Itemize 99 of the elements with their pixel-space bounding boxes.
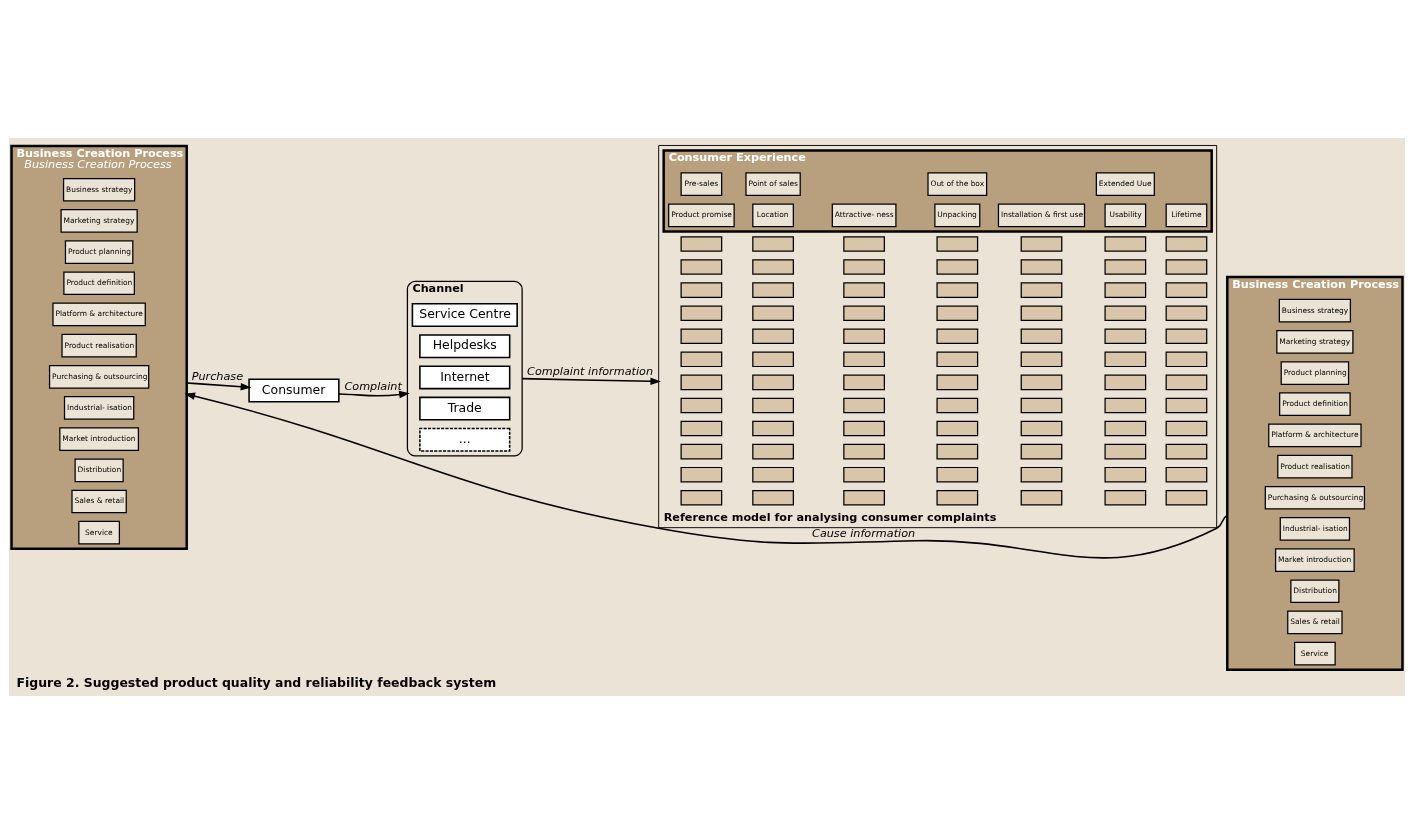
node-box	[936, 351, 979, 368]
node-box	[1165, 374, 1208, 391]
node-box	[1020, 489, 1063, 506]
node-box	[936, 443, 979, 460]
node-box	[843, 466, 885, 483]
node-box	[1165, 443, 1208, 460]
node-box	[752, 236, 794, 252]
node-label: Business Creation Process	[24, 158, 172, 172]
node-box	[1104, 466, 1147, 483]
node-box	[1020, 397, 1063, 414]
node-box	[752, 489, 794, 506]
node-box	[1165, 305, 1208, 321]
node-box	[936, 305, 979, 321]
node-box	[936, 236, 979, 252]
node-box	[752, 420, 794, 437]
node-box	[1020, 443, 1063, 460]
node-box	[843, 489, 885, 506]
node-box: Trade	[419, 396, 511, 421]
node-box	[680, 236, 723, 252]
node-box	[936, 328, 979, 345]
node-box	[1165, 236, 1208, 252]
node-box	[936, 466, 979, 483]
node-box: Helpdesks	[419, 334, 511, 359]
node-box	[1165, 420, 1208, 437]
node-box	[1020, 328, 1063, 345]
node-box	[1020, 351, 1063, 368]
node-box: Internet	[419, 365, 511, 390]
node-box: ...	[419, 427, 511, 452]
node-box: Consumer	[248, 378, 340, 403]
node-box	[680, 397, 723, 414]
node-box	[1165, 466, 1208, 483]
node-box	[936, 374, 979, 391]
caption: Figure 2. Suggested product quality and reliability feedback system	[16, 674, 497, 690]
node-box	[843, 397, 885, 414]
node-box	[680, 489, 723, 506]
node-box	[1104, 397, 1147, 414]
node-box	[752, 374, 794, 391]
node-box	[680, 328, 723, 345]
node-box	[680, 282, 723, 298]
node-box	[1165, 397, 1208, 414]
node-box	[1104, 351, 1147, 368]
arrow	[338, 390, 410, 399]
node-box	[936, 259, 979, 275]
node-box	[680, 420, 723, 437]
node-box	[680, 259, 723, 275]
node-box	[1020, 466, 1063, 483]
node-box	[936, 489, 979, 506]
node-box	[843, 305, 885, 321]
node-box	[1104, 259, 1147, 275]
node-box	[1104, 282, 1147, 298]
node-box	[1020, 236, 1063, 252]
node-box	[1165, 351, 1208, 368]
node-box	[752, 443, 794, 460]
node-box	[1020, 305, 1063, 321]
node-box	[843, 282, 885, 298]
node-box	[843, 259, 885, 275]
edge-label: Purchase	[191, 369, 244, 383]
node-box	[1165, 489, 1208, 506]
node-box	[1104, 328, 1147, 345]
node-box	[936, 420, 979, 437]
node-box	[936, 282, 979, 298]
node-box	[1104, 305, 1147, 321]
node-box	[752, 397, 794, 414]
node-box	[1104, 236, 1147, 252]
node-box	[1104, 443, 1147, 460]
node-box	[680, 374, 723, 391]
node-box	[752, 282, 794, 298]
edge-label: Complaint	[344, 380, 402, 394]
node-box	[1104, 420, 1147, 437]
node-box	[936, 397, 979, 414]
node-box	[1020, 282, 1063, 298]
node-box	[1165, 282, 1208, 298]
arrow	[521, 377, 662, 386]
node-box	[843, 328, 885, 345]
node-box	[680, 351, 723, 368]
node-box	[752, 259, 794, 275]
node-box	[680, 466, 723, 483]
node-box	[1020, 374, 1063, 391]
node-box	[1020, 259, 1063, 275]
node-box	[1104, 374, 1147, 391]
node-box	[843, 236, 885, 252]
node-box: Service Centre	[411, 303, 518, 328]
edge-label: Complaint information	[527, 365, 654, 379]
node-box	[843, 374, 885, 391]
node-box	[1165, 328, 1208, 345]
node-box	[1020, 420, 1063, 437]
node-box	[843, 443, 885, 460]
node-box	[752, 466, 794, 483]
node-box	[752, 351, 794, 368]
arrow	[185, 382, 252, 391]
node-box	[1165, 259, 1208, 275]
node-box	[680, 443, 723, 460]
node-box	[752, 305, 794, 321]
edge-label: Cause information	[812, 526, 916, 540]
node-box	[752, 328, 794, 345]
node-box	[843, 351, 885, 368]
node-box	[843, 420, 885, 437]
node-box	[1104, 489, 1147, 506]
node-box	[680, 305, 723, 321]
